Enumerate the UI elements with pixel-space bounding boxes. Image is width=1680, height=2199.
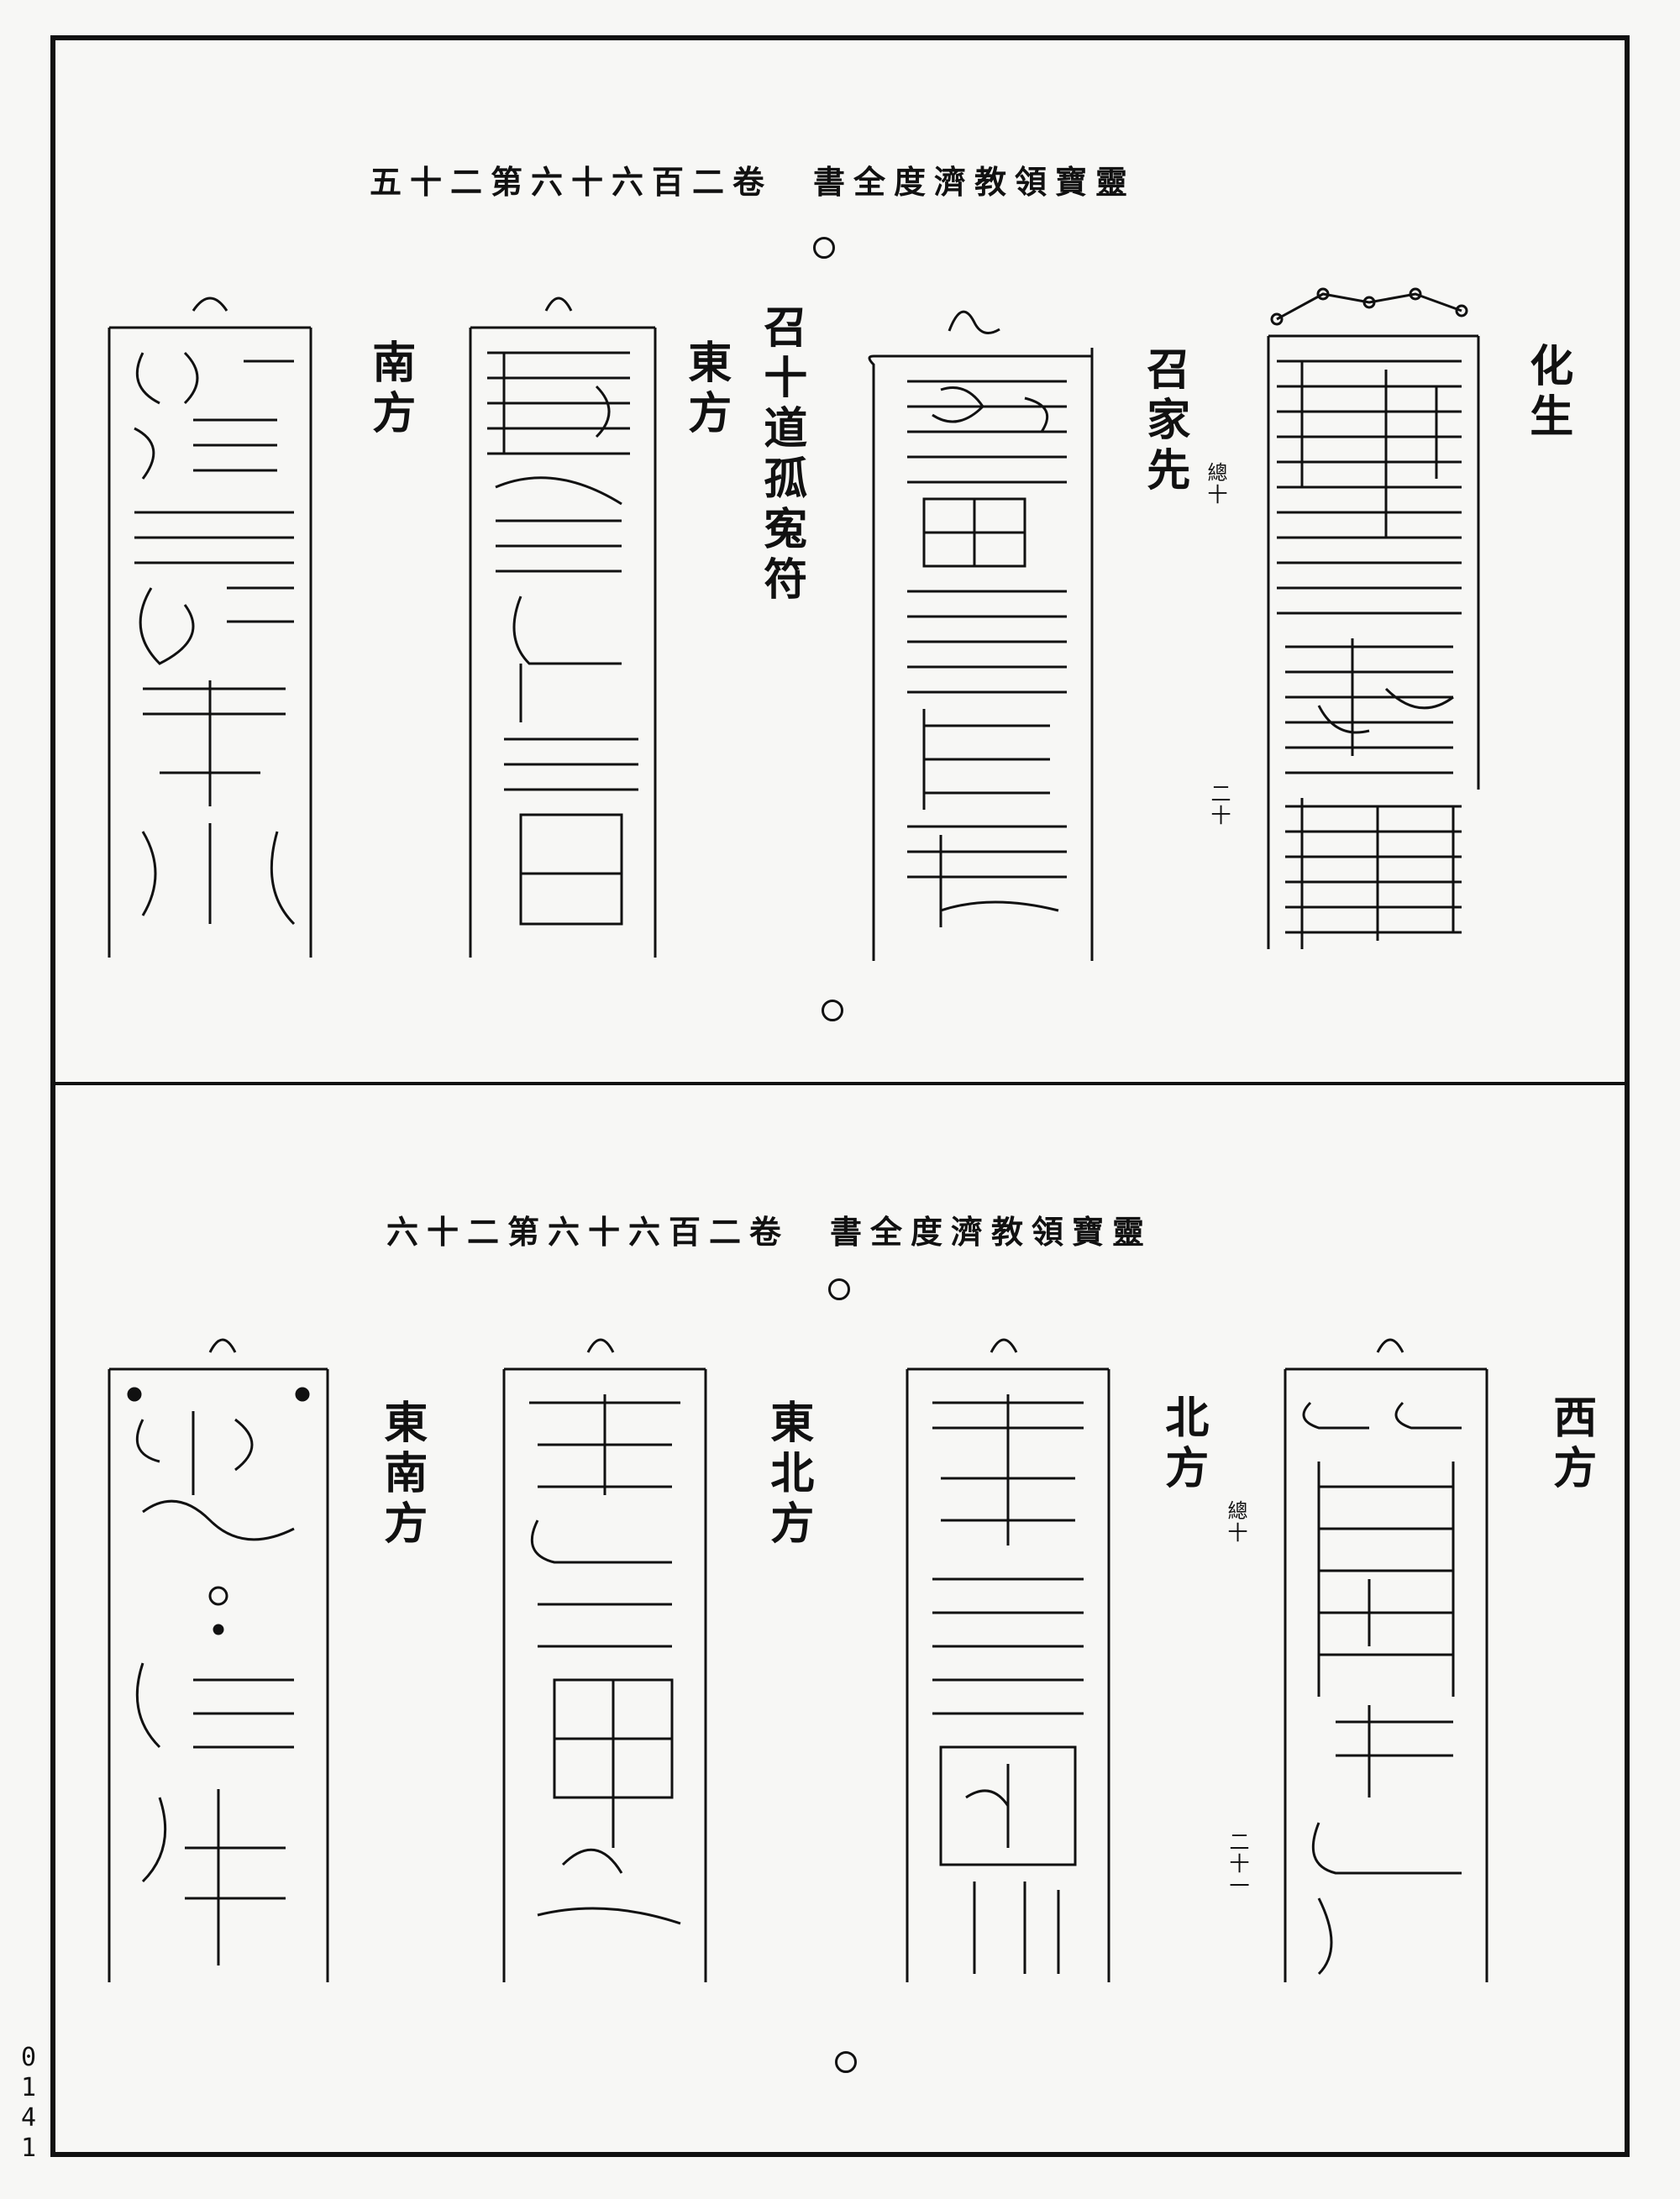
label-transform: 化生	[1521, 343, 1573, 443]
label-summon-ancestors: 召家先	[1138, 346, 1190, 497]
side-number-top: 二十	[1207, 783, 1231, 827]
bottom-page-header: 六十二第六十六百二卷 書全度濟教領寶靈	[386, 1213, 1153, 1251]
label-northeast: 東北方	[762, 1399, 814, 1551]
talisman-east-top	[454, 286, 672, 974]
talisman-summon-ancestors	[857, 289, 1109, 978]
label-summon-lonely: 召十道孤寃符	[755, 304, 807, 606]
page-number: 0 1 4 1	[20, 2043, 37, 2163]
page-divider	[50, 1082, 1630, 1085]
label-north: 北方	[1157, 1394, 1209, 1495]
binding-hole	[813, 237, 835, 259]
binding-hole	[828, 1278, 850, 1300]
talisman-northeast	[487, 1327, 722, 1999]
talisman-north	[890, 1327, 1126, 1999]
label-summon-ancestors-note: 總十	[1204, 462, 1227, 506]
label-north-note: 總十	[1224, 1500, 1247, 1544]
label-west: 西方	[1545, 1394, 1597, 1495]
label-south: 南方	[364, 339, 416, 440]
talisman-south-top	[92, 286, 336, 974]
binding-hole	[822, 1000, 843, 1021]
page-frame	[50, 35, 1630, 2157]
label-southeast: 東南方	[375, 1399, 428, 1551]
talisman-transform	[1252, 286, 1495, 974]
label-east: 東方	[680, 339, 732, 440]
binding-hole	[835, 2051, 857, 2073]
top-page-header: 五十二第六十六百二卷 書全度濟教領寶靈	[370, 163, 1137, 201]
talisman-southeast	[92, 1327, 344, 1999]
talisman-west	[1268, 1327, 1504, 1999]
side-number-bottom: 二十一	[1226, 1831, 1249, 1897]
